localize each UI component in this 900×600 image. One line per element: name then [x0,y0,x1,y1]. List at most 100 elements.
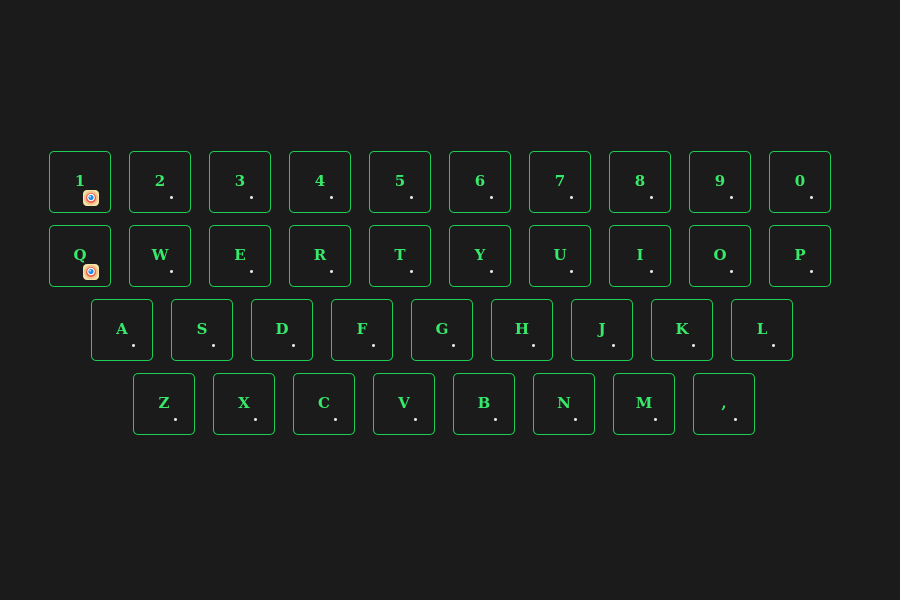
key-label: E [234,246,246,264]
key-dot [170,196,173,199]
key-dot [650,196,653,199]
key-0[interactable]: 0 [769,151,831,213]
key-dot [330,270,333,273]
key-dot [650,270,653,273]
key-dot [330,196,333,199]
key-v[interactable]: V [373,373,435,435]
key-dot [490,270,493,273]
key-w[interactable]: W [129,225,191,287]
key-o[interactable]: O [689,225,751,287]
key-k[interactable]: K [651,299,713,361]
key-label: H [514,320,530,338]
key-5[interactable]: 5 [369,151,431,213]
key-dot [452,344,455,347]
key-dot [212,344,215,347]
key-a[interactable]: A [91,299,153,361]
key-dot [494,418,497,421]
key-u[interactable]: U [529,225,591,287]
key-8[interactable]: 8 [609,151,671,213]
key-label: 1 [74,172,86,190]
key-r[interactable]: R [289,225,351,287]
key-b[interactable]: B [453,373,515,435]
key-dot [254,418,257,421]
key-label: A [116,320,128,338]
key-label: W [151,246,169,264]
key-f[interactable]: F [331,299,393,361]
key-g[interactable]: G [411,299,473,361]
key-dot [490,196,493,199]
key-1[interactable]: 1 [49,151,111,213]
key-h[interactable]: H [491,299,553,361]
key-x[interactable]: X [213,373,275,435]
key-label: D [275,320,289,338]
key-n[interactable]: N [533,373,595,435]
key-9[interactable]: 9 [689,151,751,213]
key-dot [734,418,737,421]
key-dot [810,196,813,199]
key-label: I [636,246,644,264]
key-comma[interactable]: , [693,373,755,435]
key-dot [250,196,253,199]
key-label: Q [73,246,87,264]
key-p[interactable]: P [769,225,831,287]
key-dot [414,418,417,421]
key-label: U [553,246,567,264]
key-label: S [196,320,208,338]
key-label: X [238,394,250,412]
key-label: R [313,246,327,264]
key-dot [654,418,657,421]
key-q[interactable]: Q [49,225,111,287]
key-m[interactable]: M [613,373,675,435]
color-ball-icon [83,264,99,280]
key-dot [250,270,253,273]
key-label: 6 [474,172,486,190]
key-label: O [713,246,727,264]
key-row-bottom: Z X C V B N M , [133,373,773,435]
key-dot [570,270,573,273]
key-label: , [721,394,727,412]
key-dot [292,344,295,347]
key-7[interactable]: 7 [529,151,591,213]
key-2[interactable]: 2 [129,151,191,213]
key-dot [692,344,695,347]
key-dot [132,344,135,347]
key-e[interactable]: E [209,225,271,287]
key-s[interactable]: S [171,299,233,361]
key-6[interactable]: 6 [449,151,511,213]
key-y[interactable]: Y [449,225,511,287]
key-label: 5 [394,172,406,190]
key-z[interactable]: Z [133,373,195,435]
color-ball-icon [83,190,99,206]
key-c[interactable]: C [293,373,355,435]
key-t[interactable]: T [369,225,431,287]
key-label: N [557,394,571,412]
key-4[interactable]: 4 [289,151,351,213]
key-label: 2 [154,172,166,190]
key-label: F [356,320,368,338]
key-3[interactable]: 3 [209,151,271,213]
key-d[interactable]: D [251,299,313,361]
key-dot [730,270,733,273]
key-row-top: Q W E R T Y [49,225,849,287]
key-dot [574,418,577,421]
key-dot [174,418,177,421]
key-label: M [635,394,653,412]
key-dot [730,196,733,199]
key-dot [570,196,573,199]
key-i[interactable]: I [609,225,671,287]
key-dot [170,270,173,273]
key-label: P [794,246,806,264]
key-label: L [756,320,768,338]
key-label: Z [158,394,170,412]
key-label: 3 [234,172,246,190]
key-dot [810,270,813,273]
key-l[interactable]: L [731,299,793,361]
key-label: 0 [794,172,806,190]
key-label: G [435,320,449,338]
key-dot [532,344,535,347]
key-dot [334,418,337,421]
key-label: T [394,246,406,264]
key-j[interactable]: J [571,299,633,361]
key-label: Y [474,246,486,264]
